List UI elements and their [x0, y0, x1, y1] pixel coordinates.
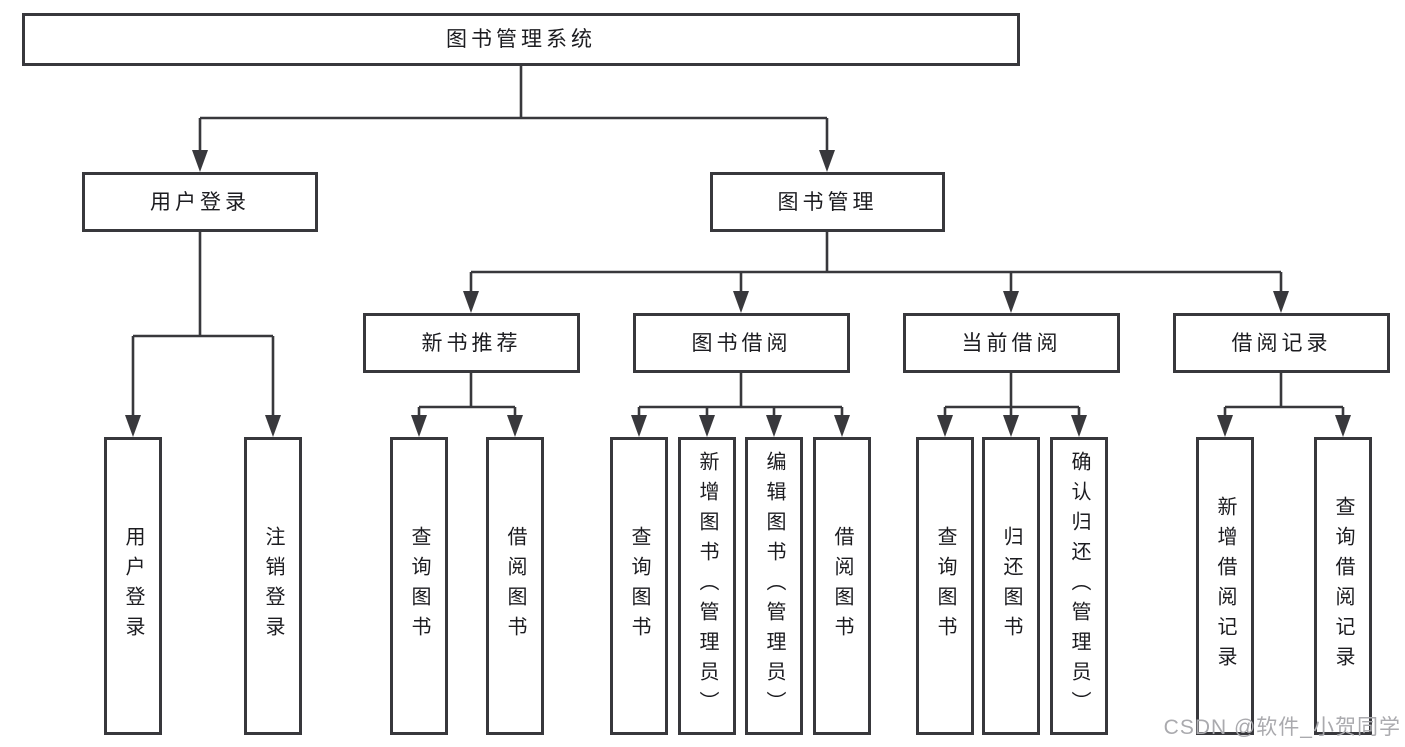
connector-new-book-recommend-children: [411, 373, 523, 437]
leaf-return-book: 归还图书: [982, 437, 1040, 735]
connector-user-login-children: [125, 232, 281, 437]
leaf-add-borrow-record: 新增借阅记录: [1196, 437, 1254, 735]
node-label: 查询图书: [408, 526, 430, 646]
node-label: 新增图书（管理员）: [696, 451, 718, 721]
node-label: 查询图书: [934, 526, 956, 646]
leaf-confirm-return-admin: 确认归还（管理员）: [1050, 437, 1108, 735]
connector-current-borrow-children: [937, 373, 1087, 437]
node-label: 当前借阅: [961, 331, 1062, 355]
leaf-query-books-current: 查询图书: [916, 437, 974, 735]
leaf-logout: 注销登录: [244, 437, 302, 735]
node-label: 新增借阅记录: [1214, 496, 1236, 676]
node-label: 编辑图书（管理员）: [763, 451, 785, 721]
node-book-borrow: 图书借阅: [633, 313, 850, 373]
leaf-user-login: 用户登录: [104, 437, 162, 735]
node-label: 借阅图书: [831, 526, 853, 646]
leaf-query-books-recommend: 查询图书: [390, 437, 448, 735]
node-book-management: 图书管理: [710, 172, 945, 232]
node-library-management-system: 图书管理系统: [22, 13, 1020, 66]
leaf-borrow-books: 借阅图书: [813, 437, 871, 735]
node-label: 归还图书: [1000, 526, 1022, 646]
node-label: 用户登录: [122, 526, 144, 646]
node-label: 注销登录: [262, 526, 284, 646]
connector-root-to-level2: [192, 66, 835, 172]
connector-borrow-records-children: [1217, 373, 1351, 437]
leaf-query-books-borrow: 查询图书: [610, 437, 668, 735]
leaf-add-book-admin: 新增图书（管理员）: [678, 437, 736, 735]
csdn-watermark: CSDN @软件_小贺同学: [1163, 716, 1401, 739]
node-label: 借阅图书: [504, 526, 526, 646]
node-borrow-records: 借阅记录: [1173, 313, 1390, 373]
leaf-borrow-books-recommend: 借阅图书: [486, 437, 544, 735]
node-label: 图书管理: [777, 190, 878, 214]
leaf-query-borrow-record: 查询借阅记录: [1314, 437, 1372, 735]
node-label: 图书借阅: [691, 331, 792, 355]
node-label: 查询借阅记录: [1332, 496, 1354, 676]
node-label: 查询图书: [628, 526, 650, 646]
node-user-login: 用户登录: [82, 172, 318, 232]
node-label: 确认归还（管理员）: [1068, 451, 1090, 721]
connector-book-management-children: [463, 232, 1289, 313]
node-label: 用户登录: [150, 190, 250, 214]
node-label: 借阅记录: [1231, 331, 1332, 355]
connector-book-borrow-children: [631, 373, 850, 437]
node-label: 图书管理系统: [446, 28, 596, 51]
node-label: 新书推荐: [421, 331, 522, 355]
leaf-edit-book-admin: 编辑图书（管理员）: [745, 437, 803, 735]
node-new-book-recommend: 新书推荐: [363, 313, 580, 373]
node-current-borrow: 当前借阅: [903, 313, 1120, 373]
